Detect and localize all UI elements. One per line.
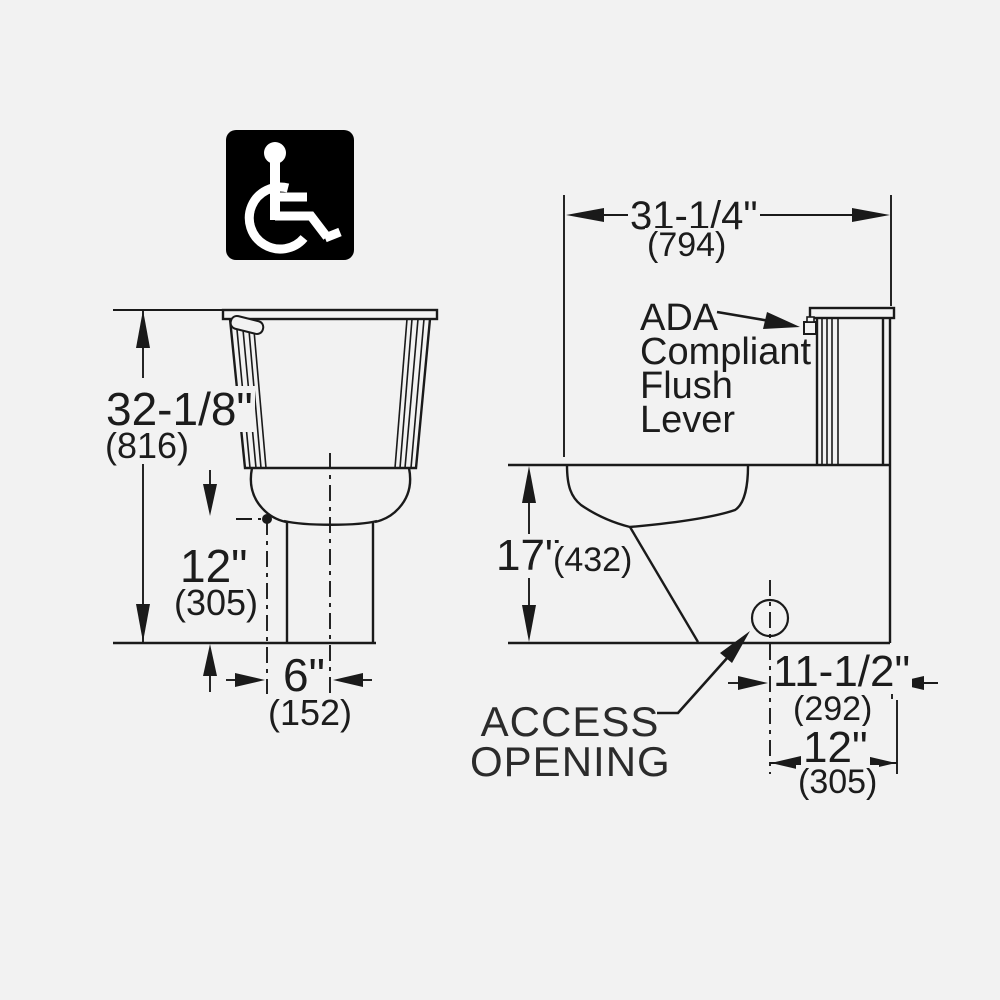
- person-leg: [275, 211, 331, 240]
- wheelchair-accessibility-icon: [226, 130, 354, 260]
- arrow-up-icon: [522, 466, 536, 503]
- wheel-arc: [244, 182, 308, 254]
- front-bowl-right-curve: [374, 467, 412, 524]
- front-centerlines: [236, 453, 331, 698]
- side-pedestal-diagonal: [628, 526, 700, 643]
- arrow-left-icon: [566, 208, 604, 222]
- side-tank-lid: [808, 306, 896, 320]
- front-trap-height-mm: (305): [172, 582, 261, 623]
- access-opening-note: ACCESS OPENING: [470, 698, 671, 785]
- access-offset-mm: (292): [791, 690, 875, 728]
- front-height-dimension-mm: (816): [103, 425, 192, 466]
- wheelchair-glyph: [244, 142, 342, 254]
- arrow-right-icon: [763, 312, 800, 329]
- arrow-left-icon: [771, 756, 801, 770]
- arrow-up-icon: [136, 310, 150, 348]
- access-leader-line: [657, 656, 729, 715]
- arrow-down-icon: [203, 484, 217, 516]
- front-outlet-offset-mm: (152): [266, 692, 355, 733]
- rough-in-mm: (305): [796, 763, 880, 801]
- arrow-down-icon: [136, 604, 150, 642]
- arrow-right-icon: [235, 673, 265, 687]
- rough-in-label: 12": [801, 723, 870, 772]
- side-flush-lever-mount: [806, 316, 815, 323]
- front-trap-height-label: 12": [178, 540, 250, 592]
- front-view-arrowheads: [136, 310, 363, 687]
- front-bowl-left-curve: [249, 467, 287, 524]
- person-foot: [323, 227, 342, 243]
- reference-dot: [262, 514, 272, 524]
- side-rim-height-mm: (432): [551, 541, 635, 579]
- arrow-right-icon: [738, 676, 768, 690]
- front-view-outline: [221, 308, 439, 642]
- front-height-dimension-label: 32-1/8": [104, 383, 255, 435]
- front-tank-lid: [221, 308, 439, 321]
- wheelchair-symbol: [244, 142, 342, 254]
- person-head: [264, 142, 286, 164]
- side-bowl-underside: [565, 464, 750, 529]
- arrow-up-right-icon: [720, 631, 750, 663]
- side-depth-dimension-mm: (794): [645, 226, 729, 264]
- front-flush-lever: [229, 314, 265, 336]
- side-view-arrowheads: [522, 208, 924, 770]
- front-tank-hatch-lines: [235, 318, 425, 469]
- side-tank-hatch-lines: [821, 318, 839, 465]
- side-view-outline: [508, 306, 896, 645]
- front-outlet-offset-label: 6": [281, 649, 327, 701]
- arrow-up-icon: [203, 644, 217, 676]
- arrow-down-icon: [522, 605, 536, 642]
- arrow-left-icon: [333, 673, 363, 687]
- arrow-right-icon: [852, 208, 890, 222]
- front-view-dimensions: [113, 309, 376, 698]
- flush-lever-note: ADA Compliant Flush Lever: [640, 297, 812, 441]
- access-offset-label: 11-1/2": [771, 647, 913, 696]
- flush-lever-leader-line: [716, 310, 771, 323]
- front-bowl-waist: [283, 519, 378, 526]
